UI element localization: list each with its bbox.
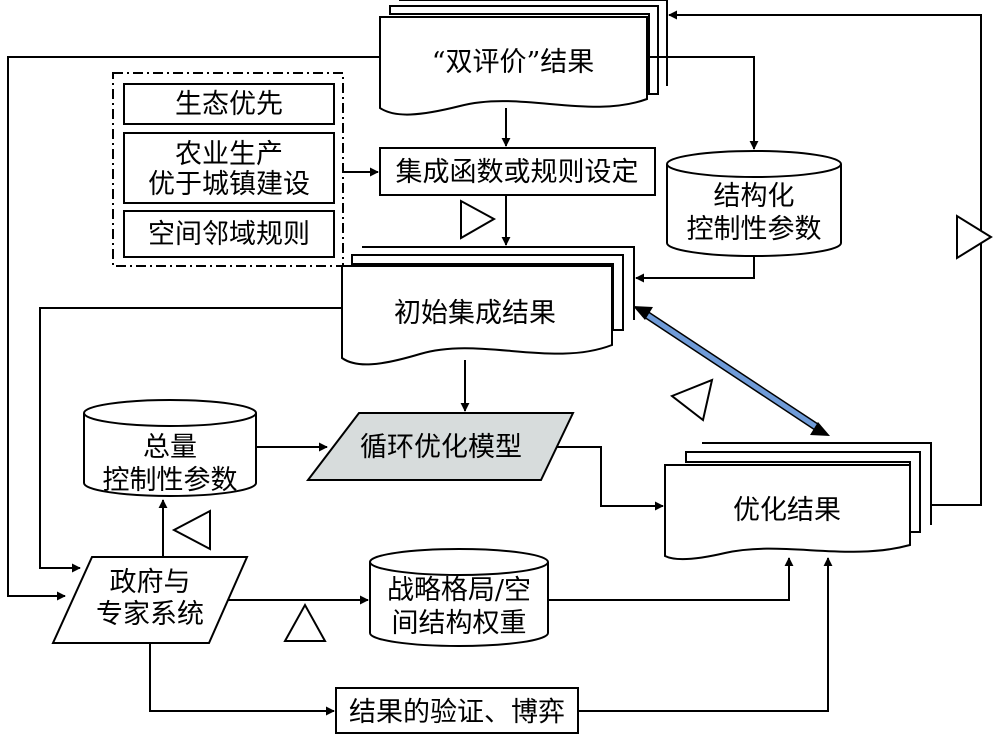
struct-param-label-line2: 控制性参数 bbox=[687, 214, 822, 245]
struct-param-cylinder bbox=[666, 150, 842, 257]
strategy-cylinder bbox=[369, 548, 549, 647]
arrow-struct-param-to-initial bbox=[635, 256, 755, 283]
struct-param-label-line1: 结构化 bbox=[714, 181, 795, 212]
eval-result-label: “双评价”结果 bbox=[432, 47, 595, 78]
arrow-opt-result-to-eval bbox=[668, 10, 982, 506]
total-param-label-line2: 控制性参数 bbox=[103, 465, 238, 496]
arrow-validation-to-opt-result bbox=[578, 557, 833, 712]
agri-first-label-line2: 优于城镇建设 bbox=[148, 169, 310, 200]
criteria-group-box bbox=[112, 72, 344, 267]
gov-system-label-line2: 专家系统 bbox=[96, 599, 204, 630]
direction-triangle-right-far bbox=[956, 214, 993, 260]
initial-result-label: 初始集成结果 bbox=[394, 298, 556, 329]
validation-box bbox=[335, 687, 579, 734]
strategy-label-line1: 战略格局/空 bbox=[387, 575, 531, 606]
opt-result-node bbox=[664, 442, 932, 561]
spatial-rule-label: 空间邻域规则 bbox=[148, 219, 310, 250]
eco-priority-box bbox=[123, 83, 335, 125]
initial-result-node bbox=[341, 246, 635, 366]
arrow-strategy-to-opt-result bbox=[548, 557, 794, 601]
arrow-eval-to-struct-param bbox=[647, 56, 759, 150]
direction-triangle-skew bbox=[670, 378, 714, 422]
agri-first-label-line1: 农业生产 bbox=[175, 139, 283, 170]
arrow-initial-to-gov-system bbox=[39, 307, 342, 573]
arrow-gov-system-to-validation bbox=[149, 643, 335, 716]
total-param-label-line1: 总量 bbox=[143, 432, 197, 463]
gov-system-parallelogram bbox=[51, 556, 249, 644]
direction-triangle-up bbox=[283, 602, 327, 642]
eco-priority-label: 生态优先 bbox=[175, 89, 283, 120]
loop-model-label: 循环优化模型 bbox=[360, 432, 522, 463]
integration-rule-label: 集成函数或规则设定 bbox=[396, 157, 639, 188]
loop-model-parallelogram bbox=[305, 412, 575, 481]
direction-triangle-left bbox=[171, 509, 211, 551]
opt-result-label: 优化结果 bbox=[733, 495, 841, 526]
arrow-eval-to-gov-system bbox=[7, 56, 380, 601]
integration-rule-box bbox=[379, 147, 656, 196]
total-param-cylinder bbox=[83, 399, 257, 497]
validation-label: 结果的验证、博弈 bbox=[349, 697, 565, 728]
agri-first-box bbox=[123, 132, 335, 204]
direction-triangle-right bbox=[460, 199, 497, 240]
gov-system-label-line1: 政府与 bbox=[110, 567, 191, 598]
spatial-rule-box bbox=[123, 210, 335, 258]
bidirectional-arrow bbox=[633, 306, 830, 436]
eval-result-node bbox=[379, 0, 668, 116]
strategy-label-line2: 间结构权重 bbox=[392, 608, 527, 639]
arrow-loop-model-to-opt-result bbox=[557, 446, 664, 511]
